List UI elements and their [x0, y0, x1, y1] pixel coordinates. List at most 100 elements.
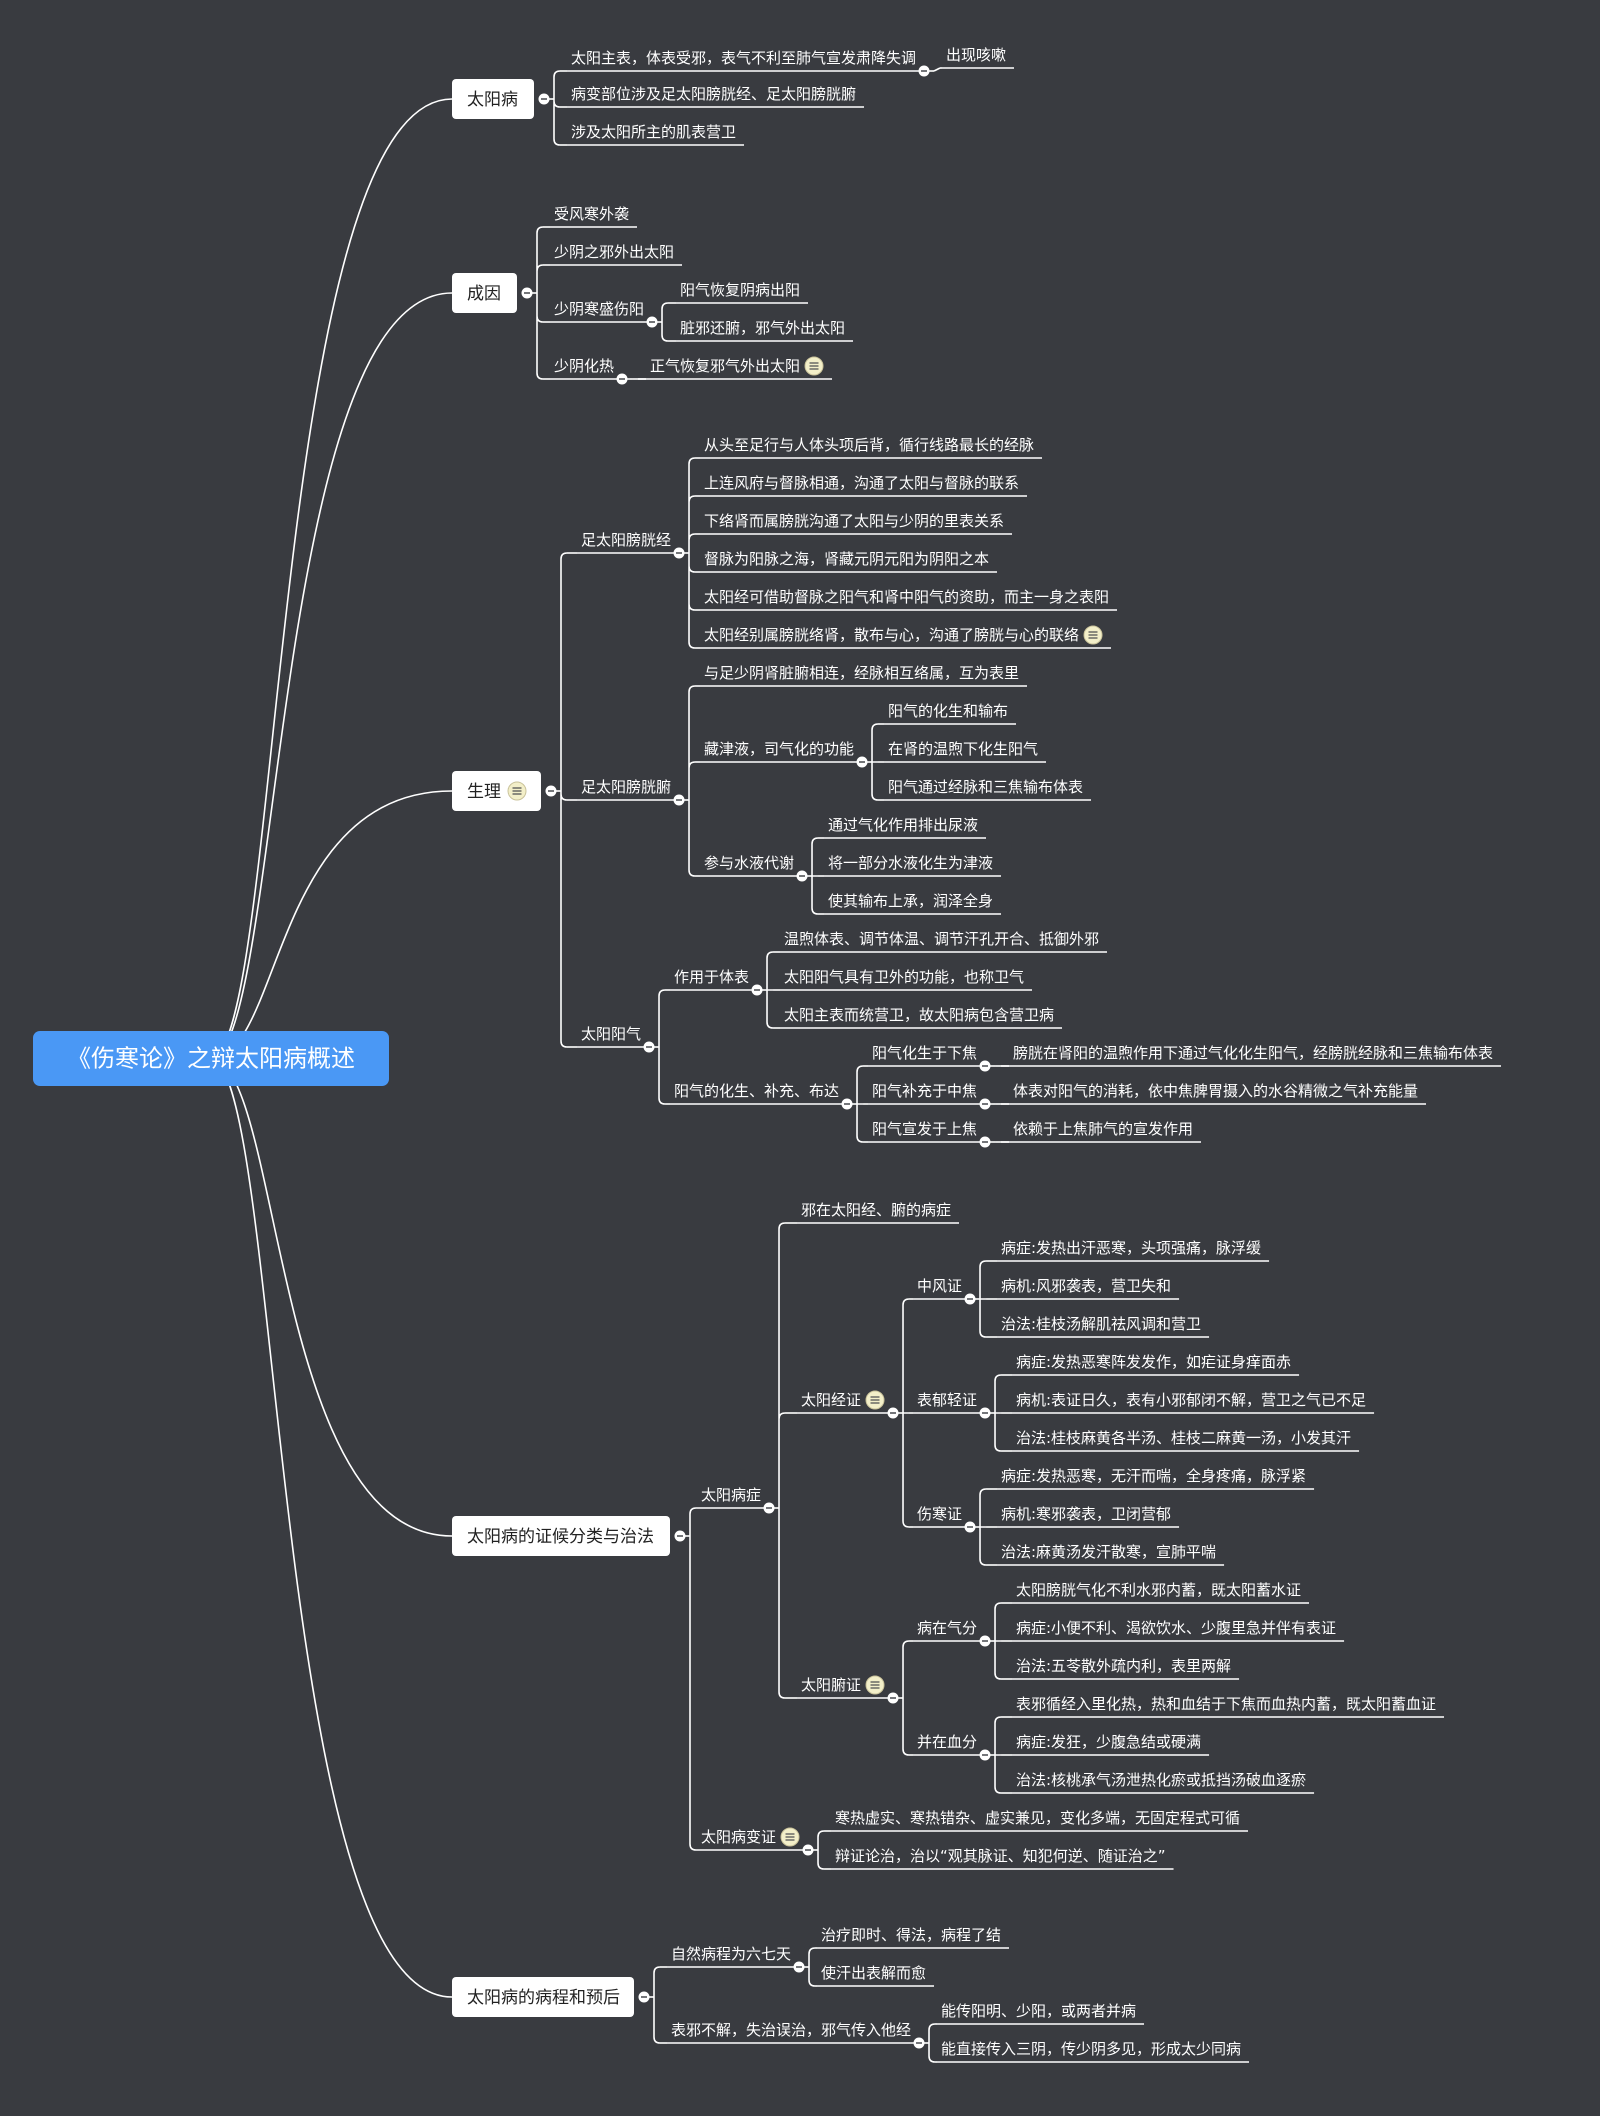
topic-l4[interactable]: 表邪循经入里化热，热和血结于下焦而血热内蓄，既太阳蓄血证 — [1016, 1695, 1436, 1713]
topic-l3[interactable]: 太阳主表而统营卫，故太阳病包含营卫病 — [784, 1006, 1054, 1024]
topic-l2[interactable]: 辩证论治，治以“观其脉证、知犯何逆、随证治之” — [835, 1847, 1166, 1865]
topic-l1[interactable]: 涉及太阳所主的肌表营卫 — [571, 123, 736, 141]
collapse-toggle[interactable] — [673, 794, 685, 806]
branch-topic-5[interactable]: 太阳病的病程和预后 — [452, 1977, 634, 2017]
collapse-toggle[interactable] — [964, 1521, 976, 1533]
collapse-toggle[interactable] — [674, 1530, 686, 1542]
collapse-toggle[interactable] — [521, 287, 533, 299]
topic-l1[interactable]: 自然病程为六七天 — [671, 1945, 791, 1963]
topic-l1[interactable]: 少阴寒盛伤阳 — [554, 300, 644, 318]
collapse-toggle[interactable] — [979, 1098, 991, 1110]
note-icon[interactable] — [1083, 625, 1103, 645]
collapse-toggle[interactable] — [616, 373, 628, 385]
collapse-toggle[interactable] — [979, 1407, 991, 1419]
topic-l2[interactable]: 正气恢复邪气外出太阳 — [650, 357, 800, 375]
topic-l3[interactable]: 并在血分 — [917, 1733, 977, 1751]
collapse-toggle[interactable] — [979, 1136, 991, 1148]
collapse-toggle[interactable] — [979, 1635, 991, 1647]
topic-l3[interactable]: 阳气通过经脉和三焦输布体表 — [888, 778, 1083, 796]
topic-l4[interactable]: 治法:核桃承气汤泄热化瘀或抵挡汤破血逐瘀 — [1016, 1771, 1306, 1789]
topic-l1[interactable]: 太阳主表，体表受邪，表气不利至肺气宣发肃降失调 — [571, 49, 916, 67]
collapse-toggle[interactable] — [751, 984, 763, 996]
topic-l2[interactable]: 上连风府与督脉相通，沟通了太阳与督脉的联系 — [704, 474, 1019, 492]
topic-l3[interactable]: 阳气宣发于上焦 — [872, 1120, 977, 1138]
topic-l2[interactable]: 太阳经别属膀胱络肾，散布与心，沟通了膀胱与心的联络 — [704, 626, 1079, 644]
note-icon[interactable] — [507, 781, 527, 801]
topic-l1[interactable]: 太阳阳气 — [581, 1025, 641, 1043]
topic-l4[interactable]: 病症:发热出汗恶寒，头项强痛，脉浮缓 — [1001, 1239, 1261, 1257]
collapse-toggle[interactable] — [913, 2037, 925, 2049]
collapse-toggle[interactable] — [545, 785, 557, 797]
topic-l1[interactable]: 太阳病症 — [701, 1486, 761, 1504]
note-icon[interactable] — [780, 1827, 800, 1847]
topic-l4[interactable]: 病机:风邪袭表，营卫失和 — [1001, 1277, 1171, 1295]
topic-l3[interactable]: 温煦体表、调节体温、调节汗孔开合、抵御外邪 — [784, 930, 1099, 948]
topic-l2[interactable]: 使汗出表解而愈 — [821, 1964, 926, 1982]
topic-l4[interactable]: 依赖于上焦肺气的宣发作用 — [1013, 1120, 1193, 1138]
topic-l2[interactable]: 与足少阴肾脏腑相连，经脉相互络属，互为表里 — [704, 664, 1019, 682]
topic-l4[interactable]: 病症:小便不利、渴欲饮水、少腹里急并伴有表证 — [1016, 1619, 1336, 1637]
topic-l1[interactable]: 病变部位涉及足太阳膀胱经、足太阳膀胱腑 — [571, 85, 856, 103]
topic-l1[interactable]: 足太阳膀胱腑 — [581, 778, 671, 796]
topic-l2[interactable]: 脏邪还腑，邪气外出太阳 — [680, 319, 845, 337]
collapse-toggle[interactable] — [979, 1749, 991, 1761]
topic-l3[interactable]: 中风证 — [917, 1277, 962, 1295]
note-icon[interactable] — [865, 1675, 885, 1695]
topic-l4[interactable]: 膀胱在肾阳的温煦作用下通过气化化生阳气，经膀胱经脉和三焦输布体表 — [1013, 1044, 1493, 1062]
topic-l2[interactable]: 太阳经可借助督脉之阳气和肾中阳气的资助，而主一身之表阳 — [704, 588, 1109, 606]
topic-l2[interactable]: 参与水液代谢 — [704, 854, 794, 872]
topic-l3[interactable]: 病在气分 — [917, 1619, 977, 1637]
topic-l4[interactable]: 病机:表证日久，表有小邪郁闭不解，营卫之气已不足 — [1016, 1391, 1366, 1409]
topic-l3[interactable]: 阳气补充于中焦 — [872, 1082, 977, 1100]
collapse-toggle[interactable] — [763, 1502, 775, 1514]
collapse-toggle[interactable] — [856, 756, 868, 768]
topic-l1[interactable]: 少阴化热 — [554, 357, 614, 375]
topic-l4[interactable]: 病机:寒邪袭表，卫闭营郁 — [1001, 1505, 1171, 1523]
topic-l3[interactable]: 通过气化作用排出尿液 — [828, 816, 978, 834]
topic-l2[interactable]: 出现咳嗽 — [946, 46, 1006, 64]
topic-l2[interactable]: 下络肾而属膀胱沟通了太阳与少阴的里表关系 — [704, 512, 1004, 530]
collapse-toggle[interactable] — [796, 870, 808, 882]
topic-l3[interactable]: 伤寒证 — [917, 1505, 962, 1523]
topic-l3[interactable]: 阳气化生于下焦 — [872, 1044, 977, 1062]
topic-l3[interactable]: 阳气的化生和输布 — [888, 702, 1008, 720]
root-topic[interactable]: 《伤寒论》之辩太阳病概述 — [33, 1031, 389, 1086]
branch-topic-4[interactable]: 太阳病的证候分类与治法 — [452, 1516, 670, 1556]
topic-l4[interactable]: 病症:发热恶寒阵发发作，如疟证身痒面赤 — [1016, 1353, 1291, 1371]
collapse-toggle[interactable] — [793, 1961, 805, 1973]
topic-l4[interactable]: 体表对阳气的消耗，依中焦脾胃摄入的水谷精微之气补充能量 — [1013, 1082, 1418, 1100]
topic-l2[interactable]: 阳气的化生、补充、布达 — [674, 1082, 839, 1100]
collapse-toggle[interactable] — [841, 1098, 853, 1110]
topic-l2[interactable]: 能直接传入三阴，传少阴多见，形成太少同病 — [941, 2040, 1241, 2058]
note-icon[interactable] — [804, 356, 824, 376]
topic-l1[interactable]: 太阳病变证 — [701, 1828, 776, 1846]
collapse-toggle[interactable] — [646, 316, 658, 328]
topic-l2[interactable]: 作用于体表 — [674, 968, 749, 986]
topic-l4[interactable]: 治法:五苓散外疏内利，表里两解 — [1016, 1657, 1231, 1675]
collapse-toggle[interactable] — [887, 1692, 899, 1704]
branch-topic-3[interactable]: 生理 — [452, 771, 541, 811]
topic-l4[interactable]: 治法:麻黄汤发汗散寒，宣肺平喘 — [1001, 1543, 1216, 1561]
topic-l4[interactable]: 太阳膀胱气化不利水邪内蓄，既太阳蓄水证 — [1016, 1581, 1301, 1599]
topic-l2[interactable]: 阳气恢复阴病出阳 — [680, 281, 800, 299]
topic-l4[interactable]: 病症:发热恶寒，无汗而喘，全身疼痛，脉浮紧 — [1001, 1467, 1306, 1485]
topic-l3[interactable]: 使其输布上承，润泽全身 — [828, 892, 993, 910]
topic-l2[interactable]: 邪在太阳经、腑的病症 — [801, 1201, 951, 1219]
topic-l3[interactable]: 表郁轻证 — [917, 1391, 977, 1409]
topic-l4[interactable]: 病症:发狂，少腹急结或硬满 — [1016, 1733, 1201, 1751]
topic-l2[interactable]: 寒热虚实、寒热错杂、虚实兼见，变化多端，无固定程式可循 — [835, 1809, 1240, 1827]
note-icon[interactable] — [865, 1390, 885, 1410]
topic-l4[interactable]: 治法:桂枝麻黄各半汤、桂枝二麻黄一汤，小发其汗 — [1016, 1429, 1351, 1447]
topic-l2[interactable]: 能传阳明、少阳，或两者并病 — [941, 2002, 1136, 2020]
topic-l2[interactable]: 从头至足行与人体头项后背，循行线路最长的经脉 — [704, 436, 1034, 454]
topic-l2[interactable]: 太阳腑证 — [801, 1676, 861, 1694]
topic-l1[interactable]: 表邪不解，失治误治，邪气传入他经 — [671, 2021, 911, 2039]
topic-l3[interactable]: 太阳阳气具有卫外的功能，也称卫气 — [784, 968, 1024, 986]
topic-l1[interactable]: 足太阳膀胱经 — [581, 531, 671, 549]
topic-l2[interactable]: 藏津液，司气化的功能 — [704, 740, 854, 758]
collapse-toggle[interactable] — [979, 1060, 991, 1072]
branch-topic-2[interactable]: 成因 — [452, 273, 517, 313]
topic-l1[interactable]: 少阴之邪外出太阳 — [554, 243, 674, 261]
collapse-toggle[interactable] — [887, 1407, 899, 1419]
collapse-toggle[interactable] — [673, 547, 685, 559]
